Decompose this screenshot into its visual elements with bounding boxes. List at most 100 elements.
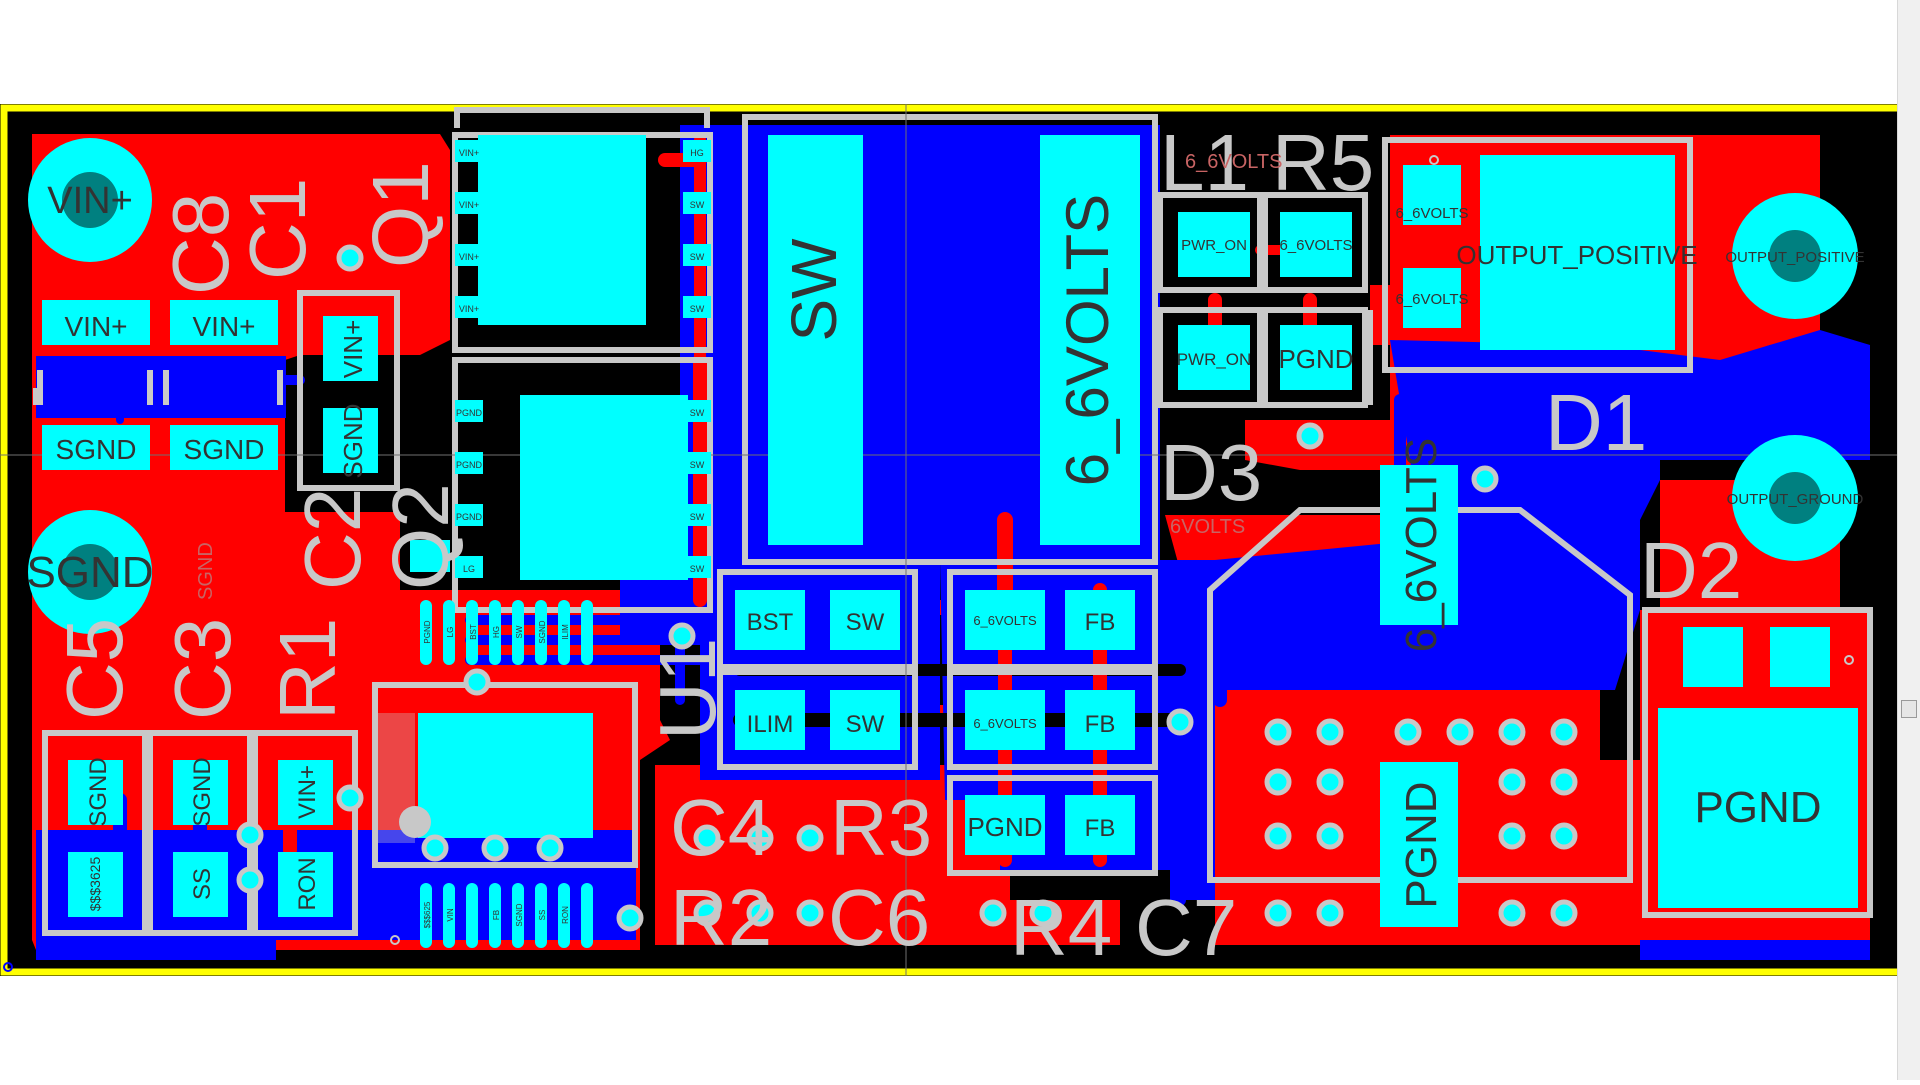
q2-pin-sw-2: SW: [690, 460, 705, 470]
c1-pad-vin: VIN+: [192, 311, 255, 342]
d1-pad-6volts-a: 6_6VOLTS: [1395, 205, 1468, 222]
u1-pin-fb: FB: [492, 910, 501, 920]
designator-r1: R1: [263, 618, 352, 720]
d3-pad-6volts: 6_6VOLTS: [1397, 438, 1446, 652]
r1-marker: [390, 935, 400, 945]
c1-pad-sgnd: SGND: [184, 434, 265, 465]
pads: [28, 135, 1858, 948]
u1-pad-sw-b: SW: [846, 711, 885, 738]
u1-pad-sw-a: SW: [846, 609, 885, 636]
q2-pin-sw-3: SW: [690, 512, 705, 522]
u1-pin1-marker: [399, 806, 431, 838]
u1-pin-sgnd-b: SGND: [515, 903, 524, 926]
l1-pad-sw: SW: [778, 238, 850, 342]
designator-c1: C1: [233, 178, 322, 280]
designator-c6: C6: [828, 873, 930, 962]
u1-pin-bst: BST: [469, 624, 478, 640]
q1-pin-sw-1: SW: [690, 200, 705, 210]
hole-label-vin: VIN+: [47, 180, 133, 222]
l1-pad-6volts: 6_6VOLTS: [1054, 194, 1121, 486]
q2-pin-pgnd-2: PGND: [456, 460, 483, 470]
c6-pad-6volts: 6_6VOLTS: [973, 716, 1037, 731]
c7-pad-pgnd: PGND: [1397, 781, 1446, 908]
designator-d1: D1: [1545, 378, 1647, 467]
q2-pin-pgnd-3: PGND: [456, 512, 483, 522]
designator-q1: Q1: [356, 161, 445, 268]
designator-c5: C5: [50, 618, 139, 720]
silkscreen-outlines: [33, 107, 1873, 936]
designator-d2: D2: [1640, 526, 1742, 615]
q1-pin-sw-2: SW: [690, 252, 705, 262]
designator-q2: Q2: [376, 483, 465, 590]
q1-pin-vin-2: VIN+: [459, 200, 479, 210]
hole-label-sgnd: SGND: [26, 548, 153, 597]
u1-exposed-pad: [418, 713, 593, 838]
d1-pin1-marker: [1429, 155, 1439, 165]
d3-pad-pgnd: PGND: [1278, 344, 1353, 374]
r1-pad-vin: VIN+: [294, 765, 321, 819]
r4-pad-fb: FB: [1085, 815, 1116, 842]
q2-pin-lg: LG: [463, 564, 475, 574]
designator-c8: C8: [156, 193, 245, 295]
r5-pad-6volts: 6_6VOLTS: [1279, 237, 1352, 254]
silk-designators: C8 C1 Q1 C2 Q2 C5 C3 R1 U1 C4 R3 R2 C6 R…: [50, 118, 1742, 972]
d2-pad-pgnd: PGND: [1694, 783, 1821, 832]
u1-pin-ss: SS: [538, 910, 547, 921]
hole-label-output-ground: OUTPUT_GROUND: [1727, 491, 1864, 508]
c3-pad-ss: SS: [189, 868, 216, 900]
faint-sgnd-label: SGND: [195, 542, 217, 600]
d3-pad-pwr-on: PWR_ON: [1177, 350, 1252, 369]
u1-pin-hg: HG: [492, 626, 501, 638]
c5-pad-sense: $$$3625: [87, 857, 103, 912]
q1-pin-sw-3: SW: [690, 304, 705, 314]
scrollbar-thumb[interactable]: [1901, 700, 1917, 718]
l1-pad-pwr-on: PWR_ON: [1181, 237, 1247, 254]
d1-pad-output-positive: OUTPUT_POSITIVE: [1456, 240, 1697, 270]
designator-c2: C2: [288, 488, 377, 590]
q1-pin-vin-4: VIN+: [459, 304, 479, 314]
c2-pad-vin: VIN+: [338, 320, 368, 379]
r3-pad-6volts: 6_6VOLTS: [973, 613, 1037, 628]
designator-d3: D3: [1160, 428, 1262, 517]
designator-r5: R5: [1272, 118, 1374, 207]
faint-6volts-short-label: 6VOLTS: [1170, 516, 1245, 538]
r4-pad-pgnd: PGND: [967, 812, 1042, 842]
q2-pin-sw-1: SW: [690, 408, 705, 418]
u1-pad-ilim: ILIM: [747, 711, 794, 738]
c3-pad-sgnd: SGND: [189, 757, 216, 826]
q1-pin-vin-3: VIN+: [459, 252, 479, 262]
u1-pin-ilim: ILIM: [561, 624, 570, 640]
u1-pin-vin: VIN: [446, 908, 455, 922]
faint-6volts-label: 6_6VOLTS: [1185, 151, 1282, 173]
designator-r4: R4: [1010, 883, 1112, 972]
q2-pin-pgnd-1: PGND: [456, 408, 483, 418]
q1-pin-hg: HG: [690, 148, 704, 158]
hole-label-output-positive: OUTPUT_POSITIVE: [1725, 249, 1864, 266]
u1-pin-sw: SW: [515, 625, 524, 638]
u1-pin-sense: $$$625: [423, 901, 432, 928]
r1-pad-ron: RON: [294, 857, 321, 910]
origin-marker: [3, 962, 13, 972]
d2-pin1-marker: [1844, 655, 1854, 665]
c6-pad-fb: FB: [1085, 711, 1116, 738]
r3-pad-fb: FB: [1085, 609, 1116, 636]
u1-pin-ron: RON: [561, 906, 570, 924]
c5-pad-sgnd: SGND: [85, 757, 112, 826]
u1-pin-pgnd: PGND: [423, 620, 432, 643]
c8-pad-sgnd: SGND: [56, 434, 137, 465]
q2-pin-sw-4: SW: [690, 564, 705, 574]
u1-pin-lg: LG: [446, 627, 455, 638]
designator-r3: R3: [830, 783, 932, 872]
designator-c7: C7: [1135, 883, 1237, 972]
c8-pad-vin: VIN+: [64, 311, 127, 342]
vertical-scrollbar[interactable]: [1897, 0, 1920, 1080]
pad-net-labels: VIN+ SGND VIN+ VIN+ SGND SGND VIN+ SGND …: [26, 148, 1864, 928]
designator-c4: C4: [670, 783, 772, 872]
designator-c3: C3: [158, 618, 247, 720]
designator-r2: R2: [670, 873, 772, 962]
designator-l1: L1: [1160, 118, 1249, 207]
faint-net-labels: SGND 6_6VOLTS 6VOLTS: [195, 151, 1282, 600]
c2-pad-sgnd: SGND: [338, 403, 368, 478]
